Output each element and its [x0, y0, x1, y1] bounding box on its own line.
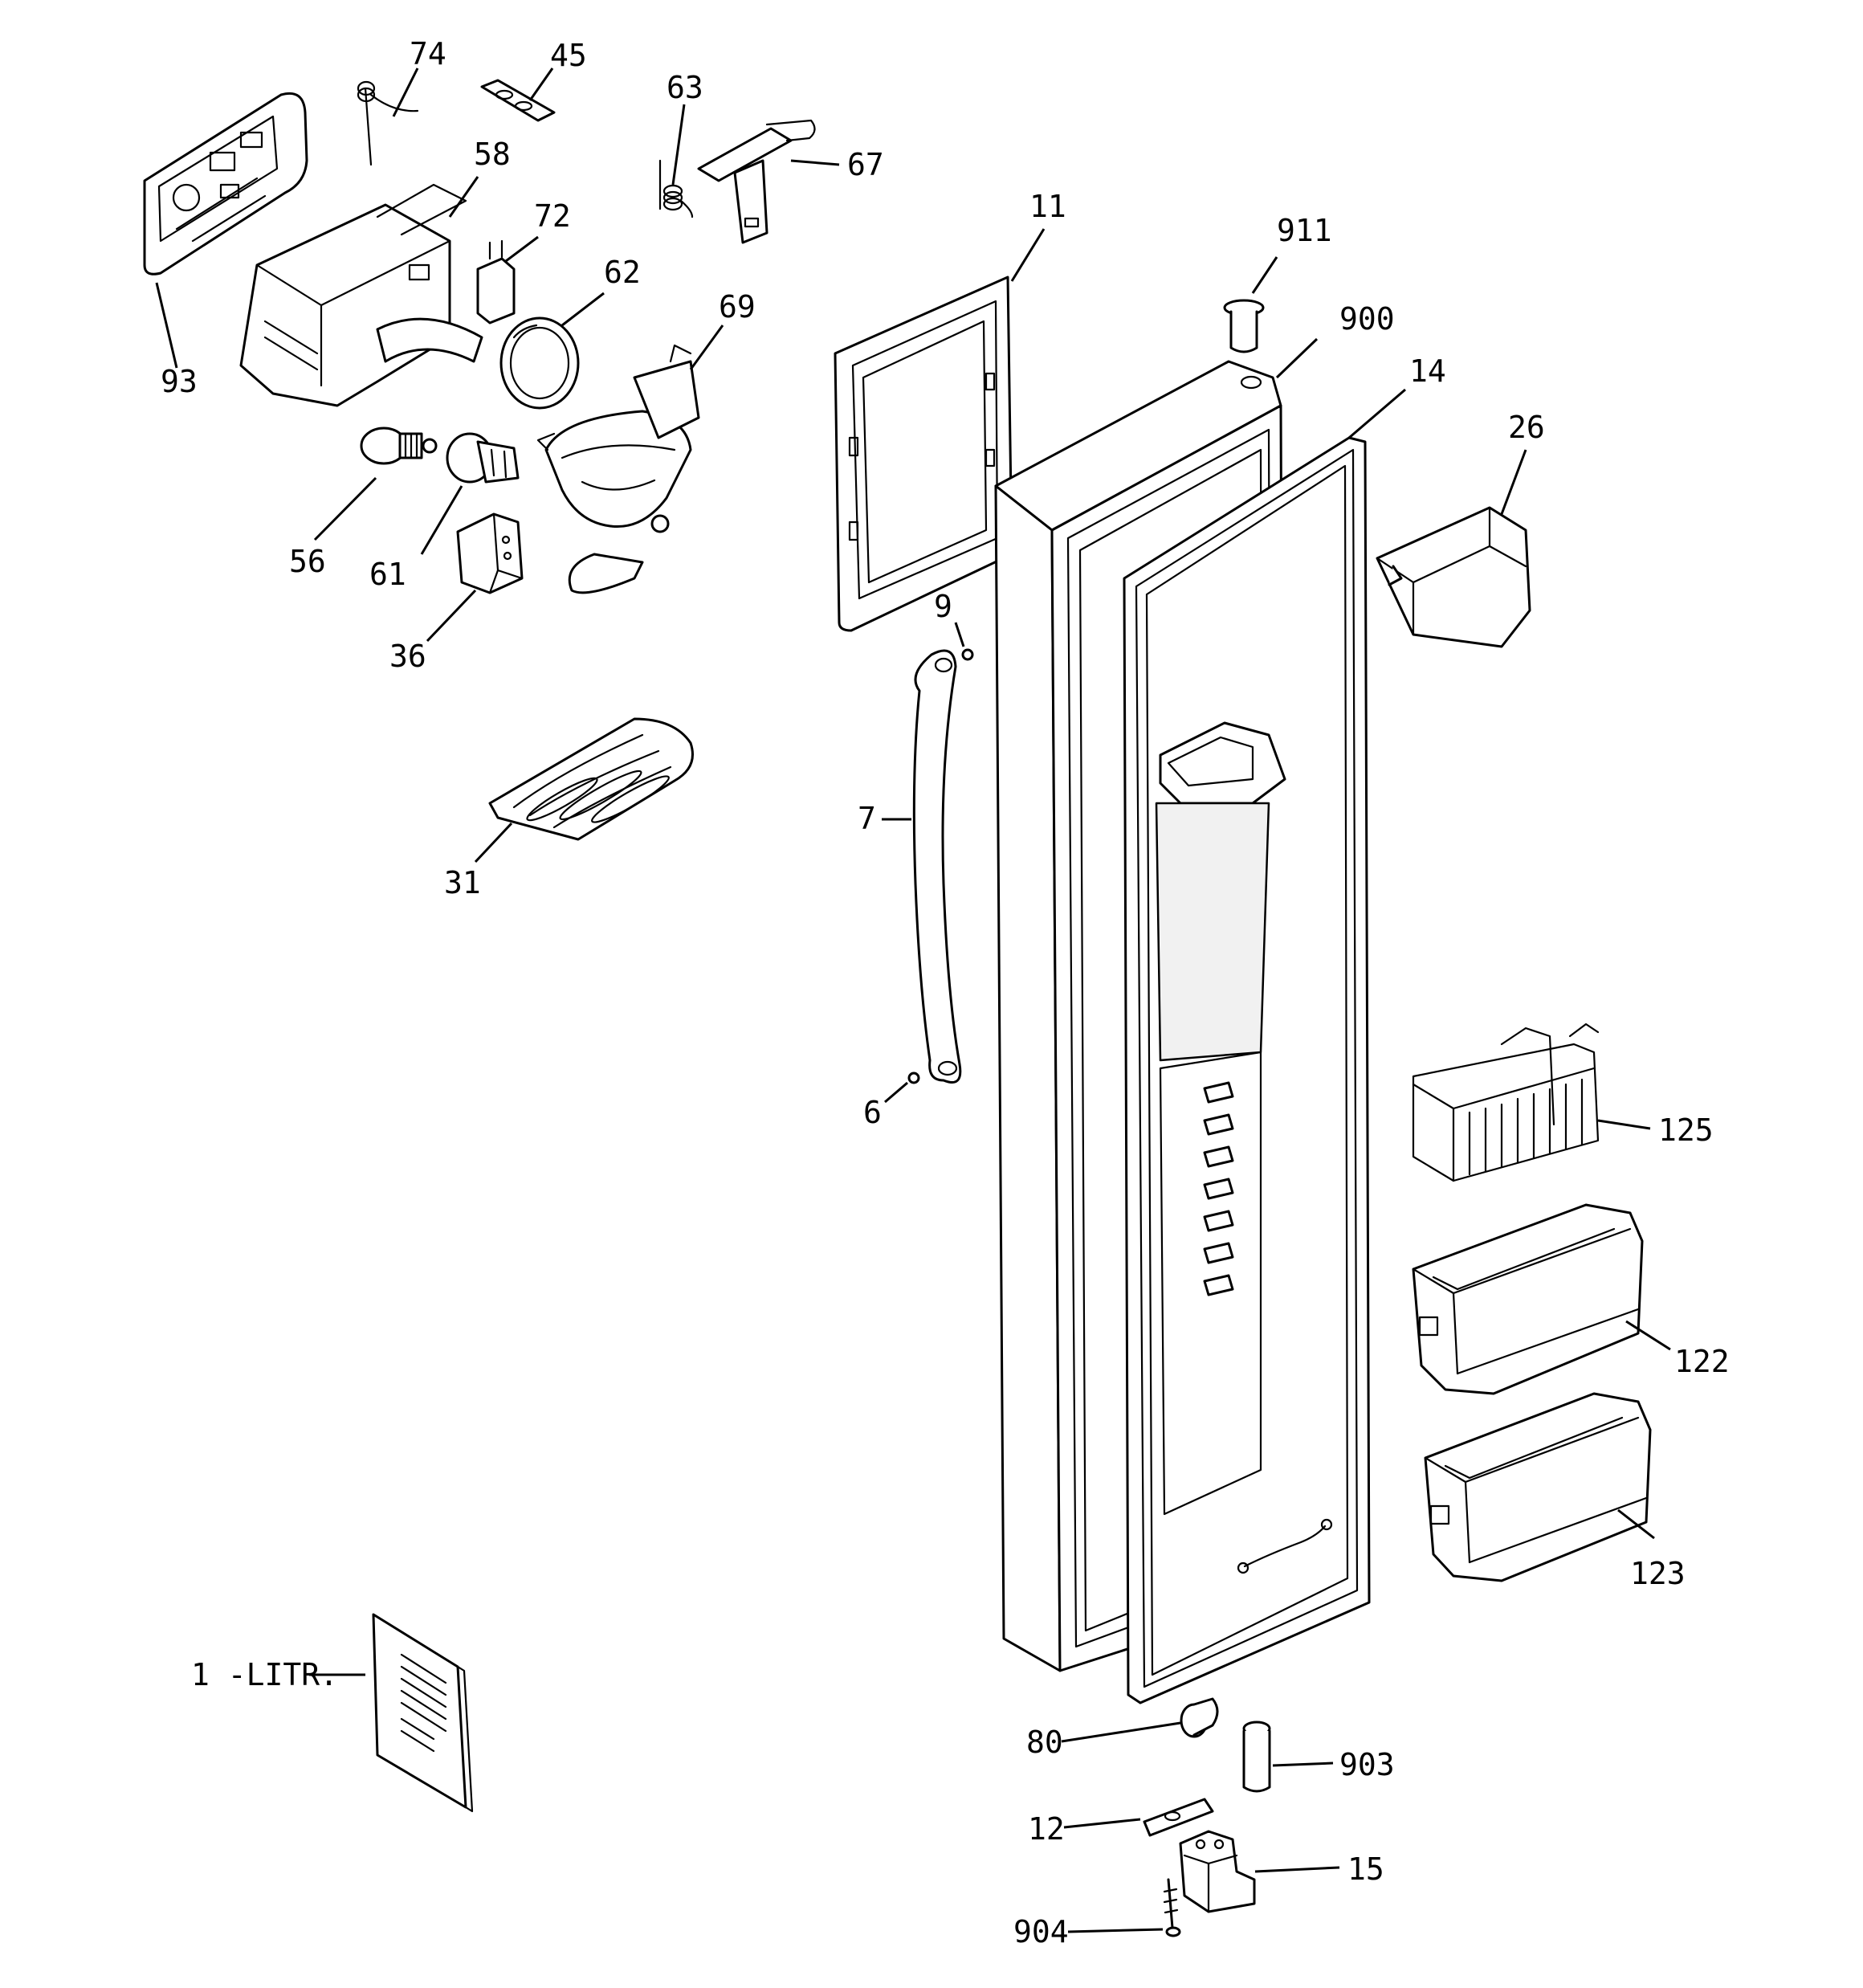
screw-part-6 [907, 1072, 920, 1084]
door-bin-part-123 [1424, 1392, 1652, 1582]
door-liner-part-14 [1123, 436, 1371, 1704]
callout-31: 31 [444, 865, 481, 900]
callout-45: 45 [550, 38, 587, 73]
spring-part-74 [357, 80, 419, 166]
ice-chute-part-69 [536, 344, 700, 594]
callout-67: 67 [847, 147, 884, 182]
callout-63: 63 [667, 70, 703, 105]
callout-80: 80 [1026, 1725, 1063, 1760]
socket-part-61 [446, 432, 520, 484]
wire-shelf-part-125 [1412, 1023, 1600, 1182]
callout-26: 26 [1508, 410, 1545, 445]
door-bin-part-122 [1412, 1203, 1644, 1395]
drip-tray-part-31 [488, 717, 694, 841]
bin-part-26 [1376, 506, 1531, 648]
plug-part-80 [1180, 1697, 1219, 1738]
callout-labels: 74 45 63 67 58 72 62 69 93 56 61 36 31 1… [161, 36, 1730, 1949]
callout-11: 11 [1029, 189, 1066, 224]
callout-123: 123 [1630, 1556, 1686, 1591]
callout-6: 6 [863, 1095, 882, 1130]
bushing-part-911 [1223, 299, 1265, 353]
screw-part-9 [961, 648, 974, 661]
callout-9: 9 [934, 589, 952, 624]
shim-part-12 [1143, 1798, 1214, 1837]
callout-7: 7 [858, 801, 876, 836]
callout-literature: 1 -LITR. [191, 1657, 338, 1692]
hinge-part-15 [1179, 1830, 1256, 1913]
callout-74: 74 [410, 36, 446, 71]
callout-15: 15 [1347, 1851, 1384, 1887]
callout-904: 904 [1013, 1914, 1069, 1949]
bracket-part-45 [480, 79, 556, 122]
callout-56: 56 [289, 544, 326, 579]
screw-part-904 [1163, 1878, 1181, 1937]
callout-125: 125 [1658, 1112, 1714, 1148]
callout-72: 72 [534, 198, 571, 234]
callout-122: 122 [1674, 1344, 1730, 1379]
solenoid-part-67 [697, 119, 816, 244]
dispenser-housing-part-58 [239, 183, 483, 407]
spring-part-63 [658, 159, 694, 218]
dispenser-frame-part-11 [834, 276, 1013, 632]
bulb-part-56 [360, 427, 438, 465]
callout-93: 93 [161, 364, 198, 399]
leader-lines [155, 67, 1671, 1933]
callout-911: 911 [1277, 213, 1332, 248]
callout-36: 36 [389, 639, 426, 674]
callout-14: 14 [1409, 353, 1446, 389]
callout-62: 62 [604, 255, 641, 290]
switch-part-72 [476, 239, 516, 325]
bracket-part-36 [456, 512, 524, 594]
bushing-part-903 [1242, 1721, 1271, 1793]
control-board-part-93 [143, 92, 308, 276]
literature-part-1 [372, 1613, 474, 1813]
ring-part-62 [499, 316, 580, 410]
callout-61: 61 [369, 557, 406, 592]
callout-900: 900 [1339, 301, 1395, 337]
callout-12: 12 [1028, 1811, 1065, 1847]
callout-58: 58 [474, 137, 511, 172]
handle-part-7 [912, 649, 962, 1084]
callout-69: 69 [719, 289, 756, 325]
callout-903: 903 [1339, 1747, 1395, 1782]
